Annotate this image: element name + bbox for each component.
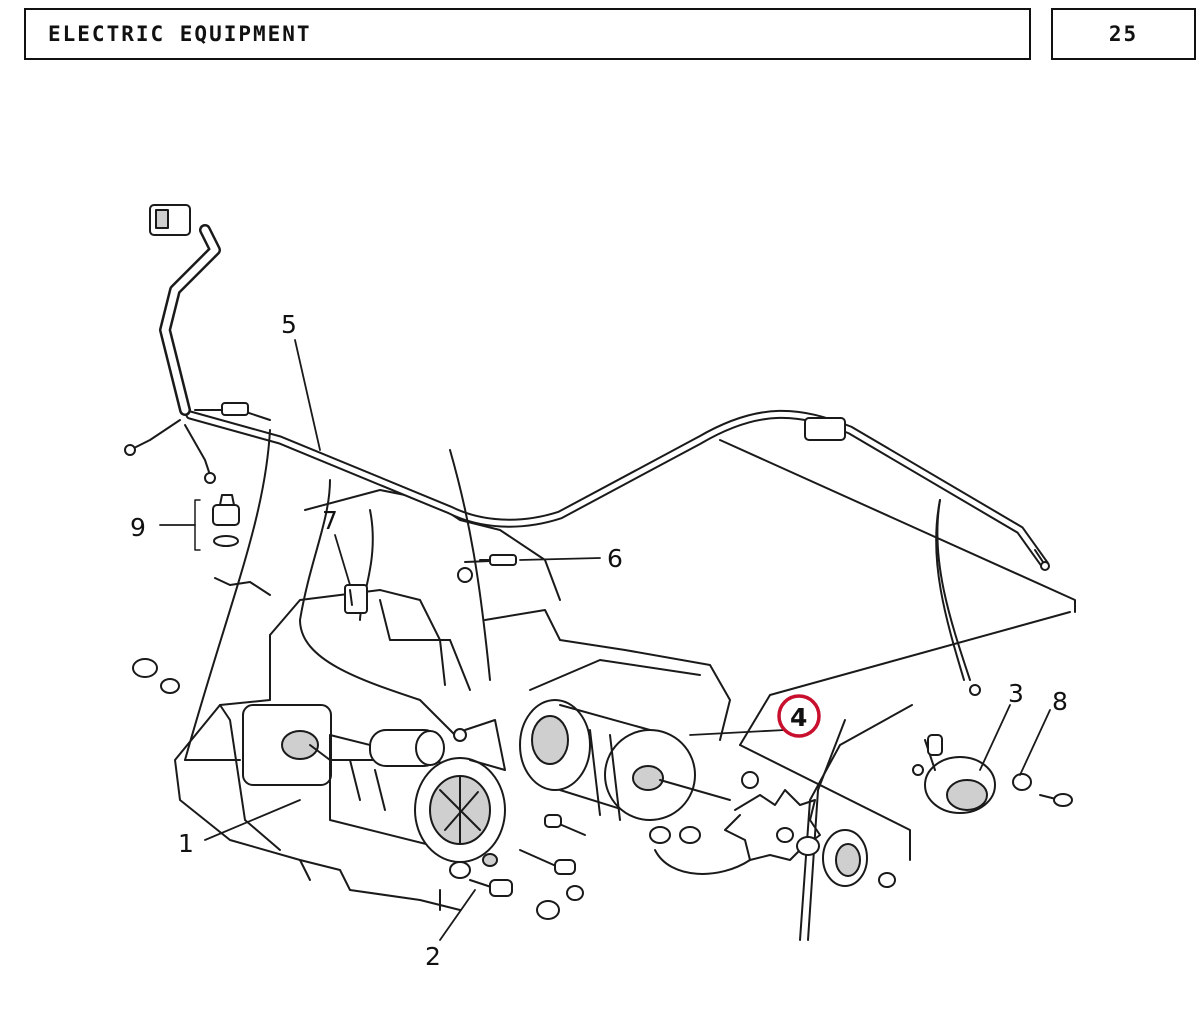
callout-1: 1 — [178, 829, 194, 858]
callout-5: 5 — [281, 310, 297, 339]
header-page-box: 25 — [1051, 8, 1196, 60]
callout-4: 4 — [790, 703, 807, 732]
leader-lines — [159, 339, 1051, 941]
callout-3: 3 — [1008, 679, 1024, 708]
cable-terminal — [457, 554, 517, 583]
callout-2: 2 — [425, 942, 441, 971]
page-title: ELECTRIC EQUIPMENT — [48, 22, 312, 46]
voltage-regulator — [912, 734, 996, 814]
starter-motor — [242, 704, 506, 863]
nut-bolt — [1012, 773, 1073, 807]
highlight-circle — [777, 694, 821, 738]
callout-7: 7 — [322, 506, 338, 535]
starter-fasteners — [132, 658, 586, 920]
callout-9: 9 — [130, 513, 146, 542]
callout-6: 6 — [607, 544, 623, 573]
page-number: 25 — [1108, 22, 1139, 46]
pulley — [822, 829, 896, 888]
alternator — [519, 699, 821, 875]
header-title-box: ELECTRIC EQUIPMENT — [24, 8, 1031, 60]
cable-clamp — [344, 584, 368, 614]
engine-block-outline — [174, 439, 1076, 941]
callout-8: 8 — [1052, 687, 1068, 716]
wiring-harness — [124, 204, 1050, 761]
